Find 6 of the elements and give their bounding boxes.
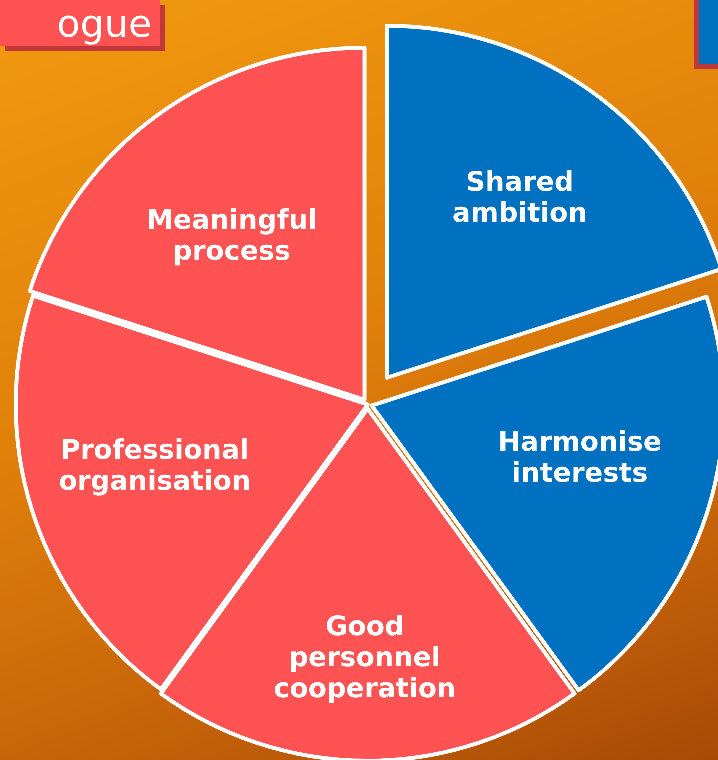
slice-label: Shared ambition <box>452 166 588 229</box>
slice-label: Professional organisation <box>58 434 252 497</box>
slice-label: Good personnel cooperation <box>272 612 458 704</box>
slice-label: Meaningful process <box>146 204 318 267</box>
banner-title: ogue <box>57 2 152 46</box>
slice-label: Harmonise interests <box>497 426 663 489</box>
